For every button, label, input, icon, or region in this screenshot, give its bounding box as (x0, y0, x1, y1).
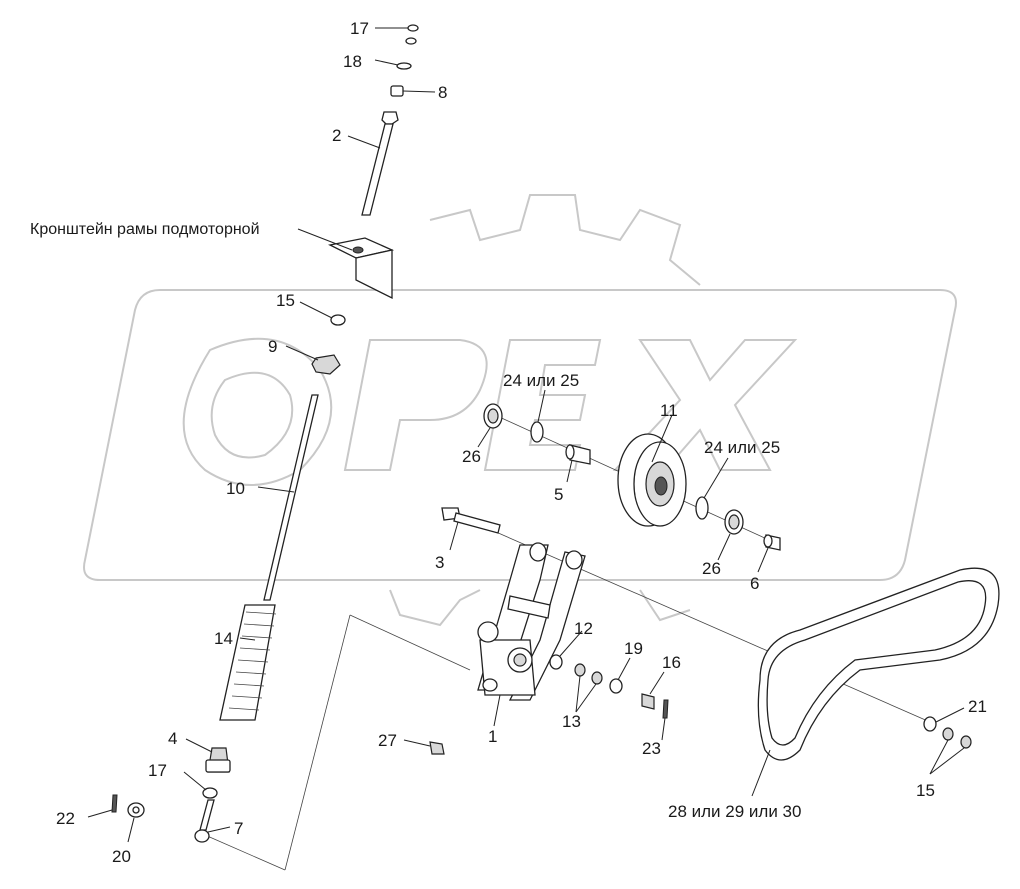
callout-4: 4 (168, 729, 177, 748)
callout-7: 7 (234, 819, 243, 838)
callout-13: 13 (562, 712, 581, 731)
callout-16: 16 (662, 653, 681, 672)
callout-24-left: 24 или 25 (503, 371, 579, 390)
ref-line-axle (479, 524, 931, 723)
frame-bracket (328, 237, 395, 300)
callout-26-right: 26 (702, 559, 721, 578)
bracket-label: Кронштейн рамы подмоторной (30, 221, 260, 238)
callout-10: 10 (226, 479, 245, 498)
callout-24-right: 24 или 25 (704, 438, 780, 457)
callout-6: 6 (750, 574, 759, 593)
callout-17-bottom: 17 (148, 761, 167, 780)
callout-3: 3 (435, 553, 444, 572)
callout-27: 27 (378, 731, 397, 750)
callout-labels: Кронштейн рамы подмоторной 17 18 8 2 15 … (30, 19, 987, 866)
callout-19: 19 (624, 639, 643, 658)
callout-12: 12 (574, 619, 593, 638)
callout-2: 2 (332, 126, 341, 145)
ref-line-bracket (349, 614, 471, 671)
ref-line-bottom (204, 834, 286, 871)
callout-23: 23 (642, 739, 661, 758)
ref-line-left (284, 614, 351, 871)
callout-8: 8 (438, 83, 447, 102)
callout-1: 1 (488, 727, 497, 746)
callout-17-top: 17 (350, 19, 369, 38)
callout-15-top: 15 (276, 291, 295, 310)
callout-5: 5 (554, 485, 563, 504)
callout-15-bottom: 15 (916, 781, 935, 800)
spring (219, 604, 277, 721)
callout-22: 22 (56, 809, 75, 828)
callout-11: 11 (660, 401, 678, 420)
callout-20: 20 (112, 847, 131, 866)
pulley-assembly (483, 403, 781, 551)
rod-assembly (111, 24, 419, 843)
leader-lines (87, 27, 965, 843)
callout-21: 21 (968, 697, 987, 716)
callout-18: 18 (343, 52, 362, 71)
callout-26-left: 26 (462, 447, 481, 466)
hardware-row (549, 654, 669, 719)
drive-belt (757, 567, 1000, 761)
tensioner-arm (429, 507, 586, 755)
callout-28-29-30: 28 или 29 или 30 (668, 802, 801, 821)
callout-9: 9 (268, 337, 277, 356)
callout-14: 14 (214, 629, 233, 648)
